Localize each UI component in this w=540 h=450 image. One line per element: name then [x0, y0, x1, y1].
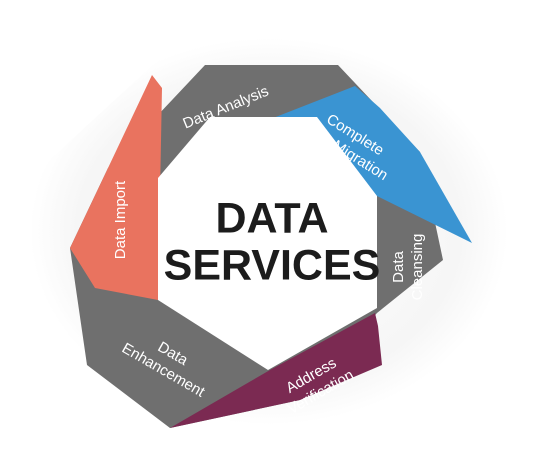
- label-cleansing-line1: Data: [390, 251, 407, 283]
- center-title-line1: DATA: [215, 194, 328, 242]
- segment-address-verification: [170, 313, 382, 428]
- label-cleansing-line2: Cleansing: [409, 234, 426, 301]
- center-title-line2: SERVICES: [164, 241, 381, 289]
- center-hexagon: [158, 117, 377, 370]
- label-data-import: Data Import: [112, 180, 129, 259]
- segment-data-import: [70, 75, 162, 300]
